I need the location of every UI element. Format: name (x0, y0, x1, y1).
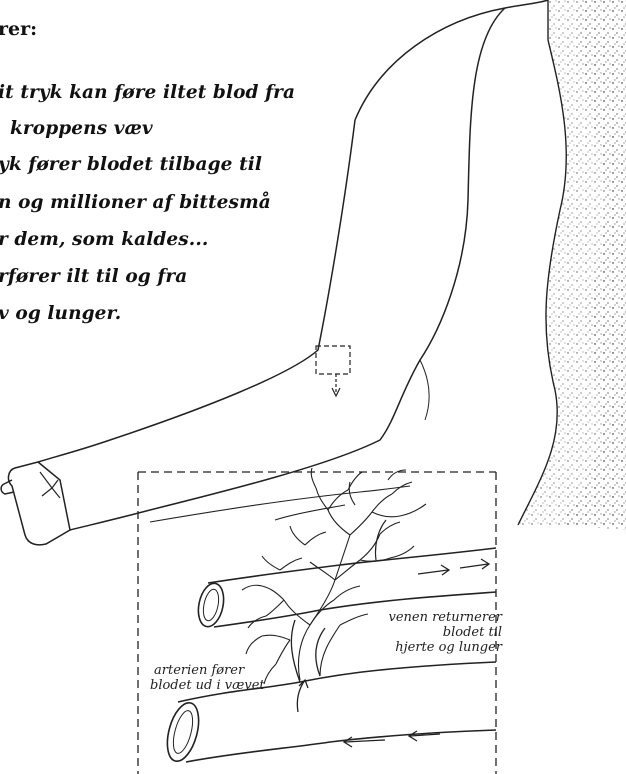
fist-drawing (1, 462, 70, 545)
torso-outline (518, 0, 626, 530)
artery-arrows (297, 680, 440, 747)
artery-label-line-1: arterien fører (150, 663, 265, 678)
body-line-1: it tryk kan føre iltet blod fra (0, 82, 295, 103)
body-line-7: v og lunger. (0, 303, 121, 324)
artery-label-line-2: blodet ud i vævet (150, 678, 265, 693)
vein-label-line-2: blodet til (362, 625, 502, 640)
body-line-3: yk fører blodet tilbage til (0, 154, 262, 175)
vein-label-line-1: venen returnerer (362, 610, 502, 625)
body-line-2: kroppens væv (10, 118, 153, 139)
artery-label: arterien fører blodet ud i vævet (150, 663, 265, 693)
detail-marker (316, 346, 350, 396)
vein-label: venen returnerer blodet til hjerte og lu… (362, 610, 502, 655)
vein-arrows (375, 520, 489, 575)
arm-outline (38, 0, 548, 530)
body-line-5: r dem, som kaldes... (0, 229, 208, 250)
heading-text: rer: (0, 18, 37, 40)
body-line-4: n og millioner af bittesmå (0, 192, 271, 213)
skin-line (150, 486, 410, 522)
body-line-6: rfører ilt til og fra (0, 266, 187, 287)
vein-label-line-3: hjerte og lunger (362, 640, 502, 655)
